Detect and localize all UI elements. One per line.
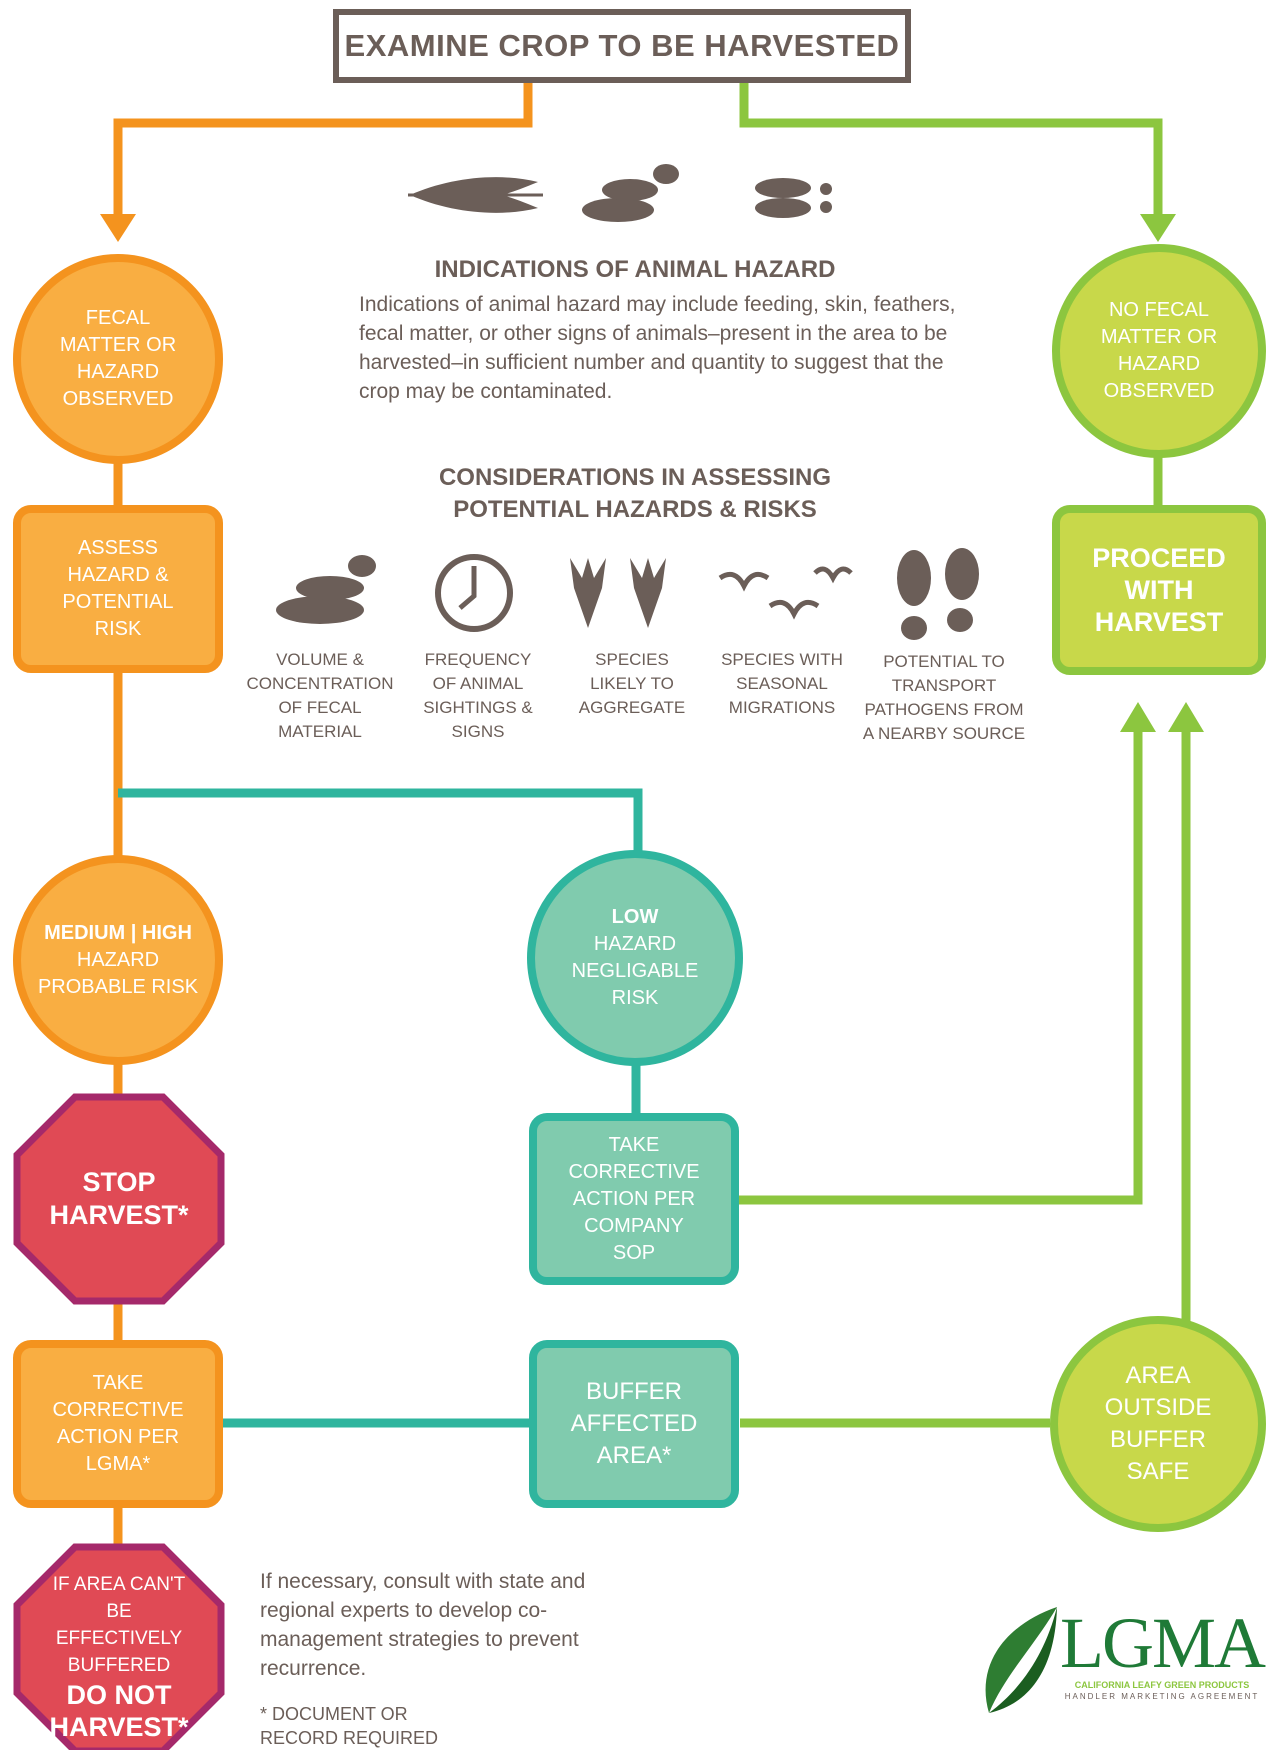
animal-hazard-icons [408, 164, 832, 222]
deer-heads-icon [570, 558, 666, 628]
arrow-up-green-1 [1120, 702, 1156, 732]
consideration-label-3: SPECIES LIKELY TO AGGREGATE [578, 650, 686, 717]
proceed-harvest-node: PROCEED WITH HARVEST [1052, 505, 1266, 675]
birds-icon [718, 566, 853, 620]
take-action-sop-node: TAKE CORRECTIVE ACTION PER COMPANY SOP [529, 1113, 739, 1285]
lgma-name: LGMA [1060, 1603, 1266, 1683]
considerations-icons [276, 548, 979, 640]
footnote: * DOCUMENT OR RECORD REQUIRED [260, 1704, 439, 1748]
considerations-heading: CONSIDERATIONS IN ASSESSING POTENTIAL HA… [360, 462, 910, 526]
lgma-line2: HANDLER MARKETING AGREEMENT [1064, 1692, 1260, 1701]
considerations-heading-line2: POTENTIAL HAZARDS & RISKS [453, 496, 817, 523]
medium-high-bold: MEDIUM | HIGH [44, 921, 192, 944]
hoofprint-icon [755, 178, 832, 218]
footprints-icon [897, 548, 979, 640]
low-hazard-node: LOW HAZARD NEGLIGABLE RISK [527, 850, 743, 1066]
medium-high-line2: HAZARD [76, 948, 160, 971]
fecal-observed-node: FECAL MATTER OR HAZARD OBSERVED [13, 254, 223, 464]
medium-high-node: MEDIUM | HIGH HAZARD PROBABLE RISK [13, 855, 223, 1065]
stop-harvest-node: STOP HARVEST* [13, 1093, 225, 1305]
arrow-down-green [1140, 214, 1176, 242]
outside-buffer-text: AREA OUTSIDE BUFFER SAFE [1104, 1362, 1212, 1485]
cant-buffer-node: IF AREA CAN'T BE EFFECTIVELY BUFFERED DO… [13, 1572, 225, 1742]
consult-text: If necessary, consult with state and reg… [260, 1570, 586, 1680]
take-action-lgma-node: TAKE CORRECTIVE ACTION PER LGMA* [13, 1340, 223, 1508]
lgma-logo-text: LGMA CALIFORNIA LEAFY GREEN PRODUCTS HAN… [1058, 1603, 1266, 1701]
low-bold: LOW [611, 906, 659, 928]
lgma-line1: CALIFORNIA LEAFY GREEN PRODUCTS [1074, 1680, 1250, 1690]
consideration-label-4: SPECIES WITH SEASONAL MIGRATIONS [721, 650, 843, 717]
assess-hazard-text: ASSESS HAZARD & POTENTIAL RISK [62, 537, 174, 640]
fecal-observed-text: FECAL MATTER OR HAZARD OBSERVED [59, 307, 177, 410]
stop-harvest-octagon [13, 1093, 225, 1305]
arrow-up-green-2 [1168, 702, 1204, 732]
connector-title-to-fecal [113, 83, 533, 218]
arrow-down-orange [100, 214, 136, 242]
buffer-area-node: BUFFER AFFECTED AREA* [529, 1340, 739, 1508]
droppings-icon [582, 164, 679, 222]
connector-title-to-no-fecal [739, 83, 1163, 218]
take-action-lgma-text: TAKE CORRECTIVE ACTION PER LGMA* [52, 1372, 184, 1475]
considerations-heading-line1: CONSIDERATIONS IN ASSESSING [438, 464, 832, 491]
do-not-harvest-octagon [13, 1543, 225, 1750]
stop-harvest-text: STOP HARVEST* [49, 1167, 189, 1230]
indications-heading-text: INDICATIONS OF ANIMAL HAZARD [434, 256, 836, 283]
title-text: EXAMINE CROP TO BE HARVESTED [344, 28, 900, 63]
buffer-area-text: BUFFER AFFECTED AREA* [570, 1378, 698, 1469]
low-line2: HAZARD [593, 933, 677, 955]
low-line3: NEGLIGABLE RISK [571, 960, 699, 1009]
indications-text: Indications of animal hazard may include… [359, 293, 956, 403]
connector-sop-to-proceed [738, 728, 1143, 1205]
proceed-harvest-text: PROCEED WITH HARVEST [1092, 543, 1226, 637]
do-not-harvest-text: DO NOT HARVEST* [49, 1680, 189, 1742]
medium-high-line3: PROBABLE RISK [37, 975, 199, 998]
take-action-sop-text: TAKE CORRECTIVE ACTION PER COMPANY SOP [568, 1133, 700, 1264]
no-fecal-node: NO FECAL MATTER OR HAZARD OBSERVED [1052, 244, 1266, 458]
consideration-label-1: VOLUME & CONCENTRATION OF FECAL MATERIAL [246, 650, 394, 741]
leaf-icon [985, 1607, 1057, 1713]
title-box: EXAMINE CROP TO BE HARVESTED [333, 9, 911, 83]
lgma-logo [985, 1607, 1057, 1713]
consideration-label-5: POTENTIAL TO TRANSPORT PATHOGENS FROM A … [862, 652, 1026, 743]
feather-icon [408, 177, 543, 213]
consideration-label-2: FREQUENCY OF ANIMAL SIGHTINGS & SIGNS [423, 650, 533, 741]
clock-icon [435, 554, 513, 632]
assess-hazard-node: ASSESS HAZARD & POTENTIAL RISK [13, 505, 223, 673]
no-fecal-text: NO FECAL MATTER OR HAZARD OBSERVED [1100, 299, 1218, 402]
connector-assess-to-low [118, 788, 643, 855]
indications-heading: INDICATIONS OF ANIMAL HAZARD [330, 254, 940, 286]
outside-buffer-node: AREA OUTSIDE BUFFER SAFE [1050, 1316, 1266, 1532]
fecal-matter-icon [276, 555, 376, 624]
cant-buffer-text: IF AREA CAN'T BE EFFECTIVELY BUFFERED [52, 1574, 186, 1676]
